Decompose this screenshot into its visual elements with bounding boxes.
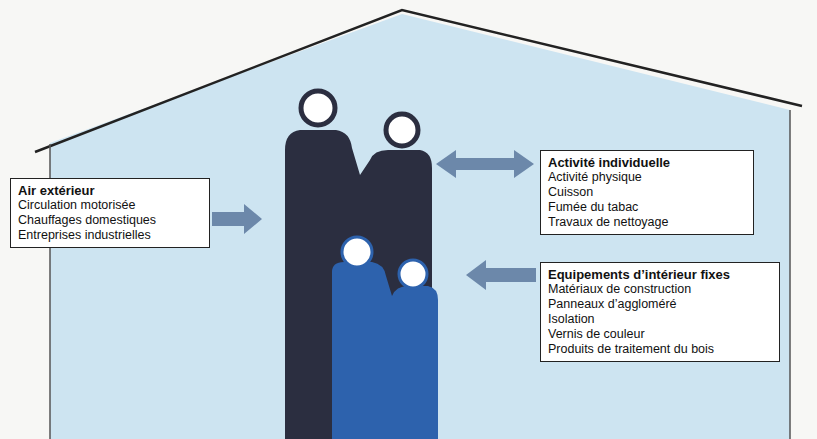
- roof-line: [35, 10, 802, 152]
- list-item: Vernis de couleur: [548, 327, 772, 342]
- source-box: Activité individuelleActivité physiqueCu…: [540, 150, 754, 235]
- exchange-arrow: [436, 150, 534, 178]
- list-item: Isolation: [548, 312, 772, 327]
- box-heading: Equipements d’intérieur fixes: [548, 267, 772, 282]
- head-circle: [399, 260, 427, 288]
- head-circle: [301, 91, 335, 125]
- child-silhouette: [332, 262, 438, 439]
- list-item: Panneaux d’aggloméré: [548, 297, 772, 312]
- box-heading: Air extérieur: [18, 183, 202, 198]
- list-item: Activité physique: [548, 170, 746, 185]
- list-item: Produits de traitement du bois: [548, 342, 772, 357]
- flow-arrow: [466, 260, 536, 290]
- source-box: Equipements d’intérieur fixesMatériaux d…: [540, 262, 780, 362]
- list-item: Fumée du tabac: [548, 200, 746, 215]
- wall-line: [789, 110, 791, 439]
- source-box: Air extérieurCirculation motoriséeChauff…: [10, 178, 210, 248]
- head-circle: [342, 237, 372, 267]
- list-item: Travaux de nettoyage: [548, 215, 746, 230]
- list-item: Circulation motorisée: [18, 198, 202, 213]
- list-item: Entreprises industrielles: [18, 228, 202, 243]
- list-item: Chauffages domestiques: [18, 213, 202, 228]
- list-item: Cuisson: [548, 185, 746, 200]
- flow-arrow: [212, 204, 262, 234]
- head-circle: [386, 114, 418, 146]
- box-heading: Activité individuelle: [548, 155, 746, 170]
- list-item: Matériaux de construction: [548, 282, 772, 297]
